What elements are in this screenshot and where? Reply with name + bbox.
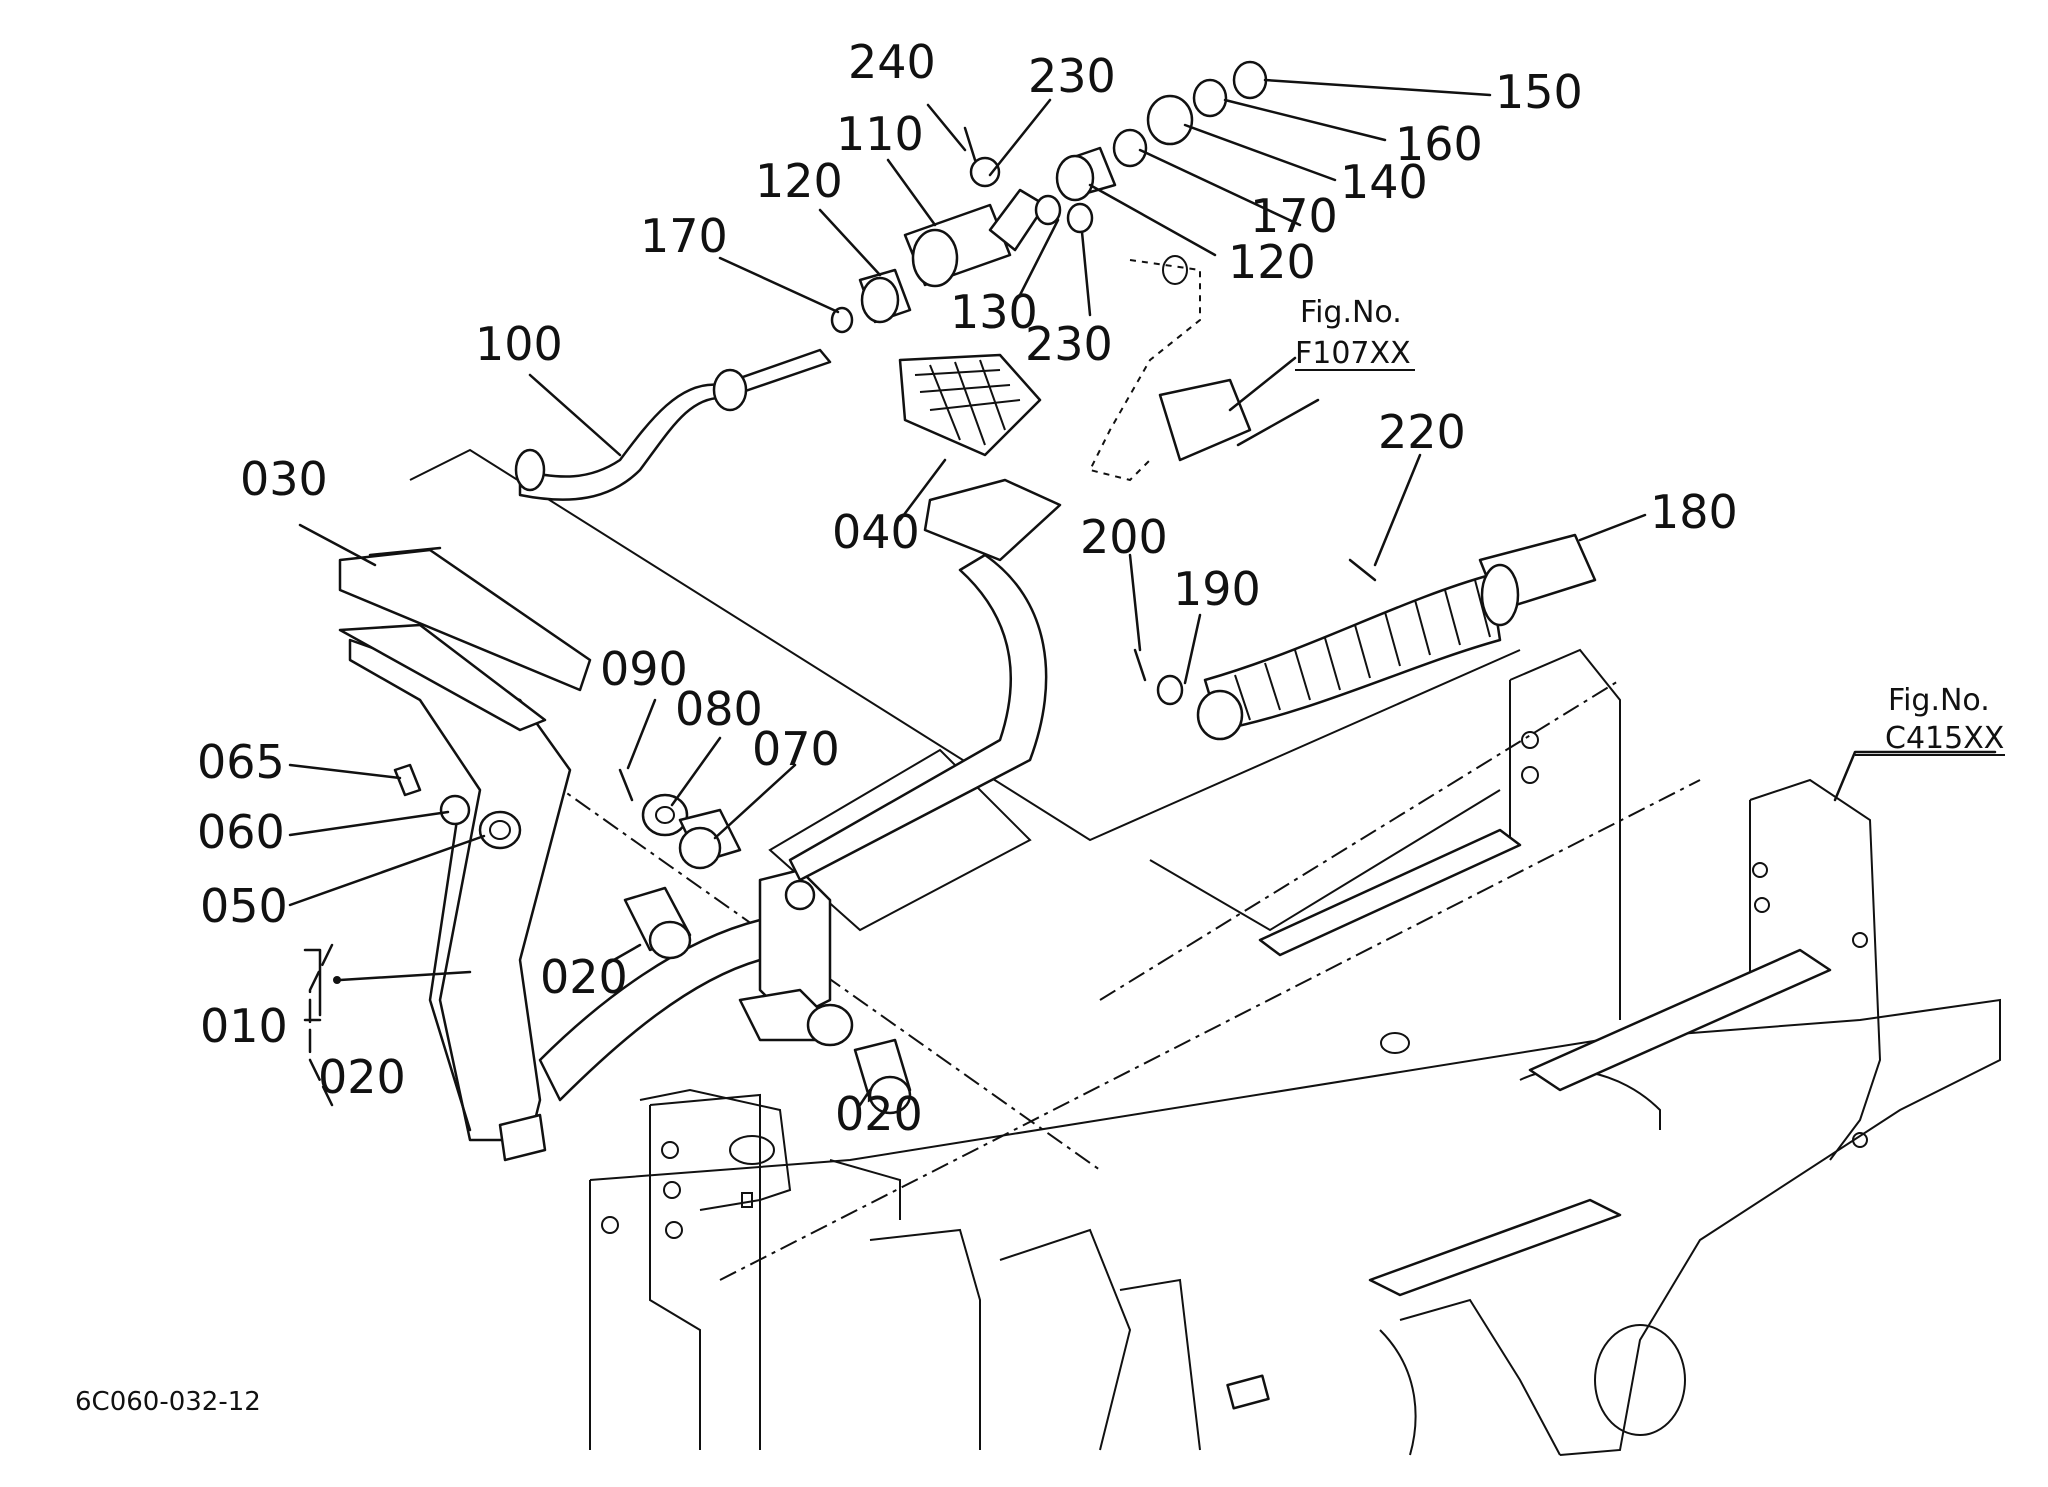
ref-c415xx: Fig.No. C415XX bbox=[1855, 683, 2005, 756]
ref-f107xx-title: Fig.No. bbox=[1300, 295, 1402, 330]
callout-labels: 240 230 110 120 170 100 030 040 150 160 … bbox=[197, 35, 1738, 1141]
upper-linkage bbox=[830, 60, 1268, 334]
label-230-bottom: 230 bbox=[1025, 317, 1113, 371]
bushings-020 bbox=[623, 886, 912, 1115]
label-150: 150 bbox=[1495, 65, 1583, 119]
label-140: 140 bbox=[1340, 155, 1428, 209]
label-120-right: 120 bbox=[1228, 235, 1316, 289]
label-160: 160 bbox=[1395, 117, 1483, 171]
drawing-code: 6C060-032-12 bbox=[75, 1387, 261, 1417]
label-200: 200 bbox=[1080, 510, 1168, 564]
label-080: 080 bbox=[675, 682, 763, 736]
ref-f107xx-code: F107XX bbox=[1295, 336, 1411, 371]
pedal-arm-010 bbox=[338, 546, 854, 1162]
label-170-left: 170 bbox=[640, 209, 728, 263]
label-020-c: 020 bbox=[835, 1087, 923, 1141]
parts-070-090 bbox=[618, 768, 742, 870]
label-010: 010 bbox=[200, 999, 288, 1053]
label-060: 060 bbox=[197, 805, 285, 859]
label-190: 190 bbox=[1173, 562, 1261, 616]
label-090: 090 bbox=[600, 642, 688, 696]
bracket-dotted bbox=[1088, 255, 1252, 482]
spring-180 bbox=[1133, 533, 1597, 741]
rod-100 bbox=[514, 348, 832, 501]
label-100: 100 bbox=[475, 317, 563, 371]
label-020-a: 020 bbox=[540, 950, 628, 1004]
small-parts-050-065 bbox=[393, 763, 522, 850]
ref-f107xx-leader bbox=[1228, 356, 1297, 412]
label-065: 065 bbox=[197, 735, 285, 789]
label-070: 070 bbox=[752, 722, 840, 776]
label-020-b: 020 bbox=[318, 1050, 406, 1104]
ref-c415xx-leader bbox=[1833, 750, 1997, 802]
label-180: 180 bbox=[1650, 485, 1738, 539]
label-240: 240 bbox=[848, 35, 936, 89]
ref-f107xx: Fig.No. F107XX bbox=[1295, 295, 1415, 371]
label-050: 050 bbox=[200, 879, 288, 933]
pedal-040 bbox=[788, 353, 1062, 882]
ref-c415xx-code: C415XX bbox=[1885, 721, 2004, 756]
label-110: 110 bbox=[836, 107, 924, 161]
label-030: 030 bbox=[240, 452, 328, 506]
label-040: 040 bbox=[832, 505, 920, 559]
tractor-frame bbox=[589, 648, 2001, 1456]
label-230-top: 230 bbox=[1028, 49, 1116, 103]
label-130: 130 bbox=[950, 285, 1038, 339]
ref-c415xx-title: Fig.No. bbox=[1888, 683, 1990, 718]
label-220: 220 bbox=[1378, 405, 1466, 459]
label-170-right: 170 bbox=[1250, 189, 1338, 243]
label-120-left: 120 bbox=[755, 154, 843, 208]
leader-lines bbox=[288, 78, 1647, 1107]
